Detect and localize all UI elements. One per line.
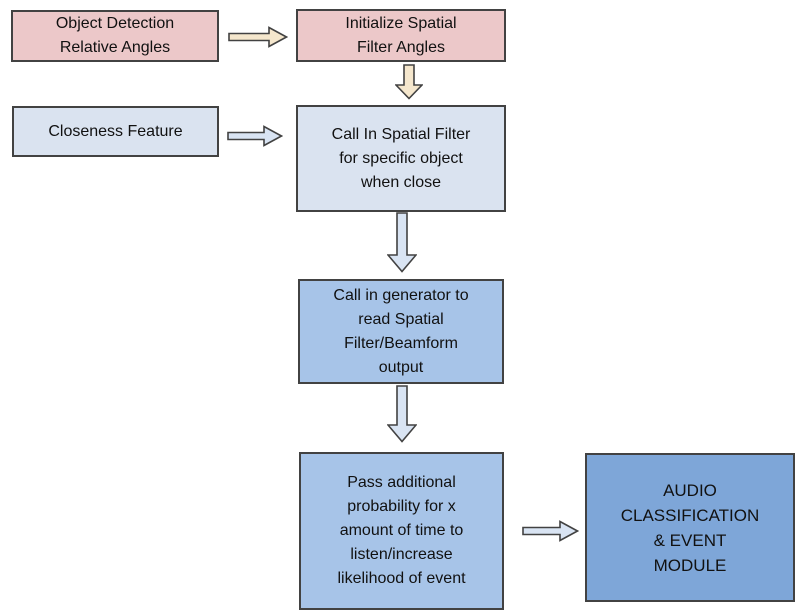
node-audio-classification-event-module: AUDIO CLASSIFICATION & EVENT MODULE [585, 453, 795, 602]
arrow-right-icon [227, 125, 283, 147]
arrow-right-icon [522, 520, 579, 542]
node-call-in-generator: Call in generator to read Spatial Filter… [298, 279, 504, 384]
arrow-down-icon [387, 212, 417, 273]
node-object-detection-relative-angles: Object Detection Relative Angles [11, 10, 219, 62]
node-call-in-spatial-filter: Call In Spatial Filter for specific obje… [296, 105, 506, 212]
arrow-right-icon [228, 26, 288, 48]
arrow-down-icon [395, 64, 423, 100]
arrow-down-icon [387, 385, 417, 443]
node-initialize-spatial-filter-angles: Initialize Spatial Filter Angles [296, 9, 506, 62]
node-closeness-feature: Closeness Feature [12, 106, 219, 157]
node-pass-additional-probability: Pass additional probability for x amount… [299, 452, 504, 610]
